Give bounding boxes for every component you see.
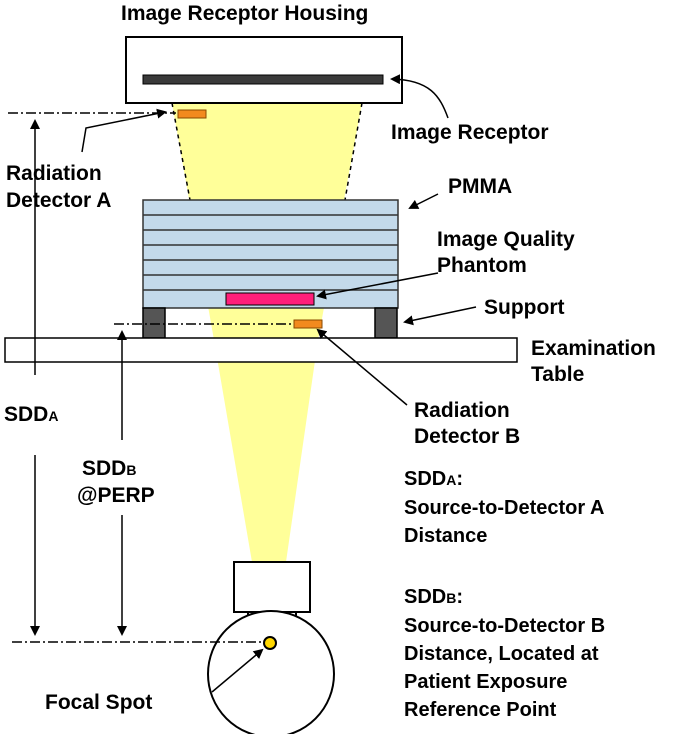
- radiation-detector-b: [293, 319, 323, 329]
- beam-edge-right: [344, 102, 363, 201]
- label-support: Support: [484, 296, 564, 319]
- label-image-quality-line1: Image Quality: [437, 228, 575, 251]
- leader-detector-a: [81, 108, 167, 153]
- label-examination-line2: Table: [531, 363, 584, 386]
- legend-sdda-term: SDDA:: [404, 468, 463, 490]
- xray-tube-housing: [207, 610, 335, 734]
- legend-sddb: SDDB: Source-to-Detector B Distance, Loc…: [404, 586, 605, 721]
- label-image-quality-line2: Phantom: [437, 254, 527, 277]
- leader-focal-spot: [211, 648, 264, 693]
- label-detector-b-line2: Detector B: [414, 425, 520, 448]
- label-sddb: SDDB: [82, 457, 136, 480]
- leader-detector-b: [316, 328, 408, 406]
- label-sdda: SDDA: [4, 403, 58, 426]
- label-detector-a-line2: Detector A: [6, 189, 111, 212]
- radiation-detector-a: [177, 109, 207, 119]
- legend-sddb-line2: Distance, Located at: [404, 643, 599, 665]
- label-detector-a-line1: Radiation: [6, 162, 102, 185]
- label-image-receptor: Image Receptor: [391, 121, 549, 144]
- legend-sddb-line1: Source-to-Detector B: [404, 615, 605, 637]
- legend-sddb-term: SDDB:: [404, 586, 463, 608]
- leader-phantom: [316, 272, 439, 300]
- legend-sdda-line1: Source-to-Detector A: [404, 497, 604, 519]
- label-image-receptor-housing: Image Receptor Housing: [121, 2, 368, 25]
- label-focal-spot: Focal Spot: [45, 691, 152, 714]
- legend-sdda: SDDA: Source-to-Detector A Distance: [404, 468, 604, 547]
- leader-image-receptor: [390, 74, 449, 119]
- leader-pmma: [408, 193, 439, 209]
- pmma-stack: [142, 199, 399, 309]
- examination-table: [4, 337, 518, 363]
- label-examination-line1: Examination: [531, 337, 656, 360]
- legend-sddb-line3: Patient Exposure: [404, 671, 567, 693]
- label-perp: @PERP: [77, 484, 155, 507]
- support-right: [374, 307, 398, 339]
- support-left: [142, 307, 166, 339]
- image-receptor: [142, 74, 384, 85]
- focal-spot-icon: [263, 636, 277, 650]
- image-receptor-housing: [125, 36, 403, 104]
- leader-support: [403, 306, 477, 326]
- xray-beam-lower: [214, 340, 318, 562]
- beam-edge-left: [171, 102, 191, 201]
- legend-sddb-line4: Reference Point: [404, 699, 557, 721]
- xray-tube-collimator: [233, 561, 311, 613]
- legend-sdda-line2: Distance: [404, 525, 487, 547]
- image-quality-phantom: [225, 292, 315, 306]
- label-detector-b-line1: Radiation: [414, 399, 510, 422]
- label-pmma: PMMA: [448, 175, 512, 198]
